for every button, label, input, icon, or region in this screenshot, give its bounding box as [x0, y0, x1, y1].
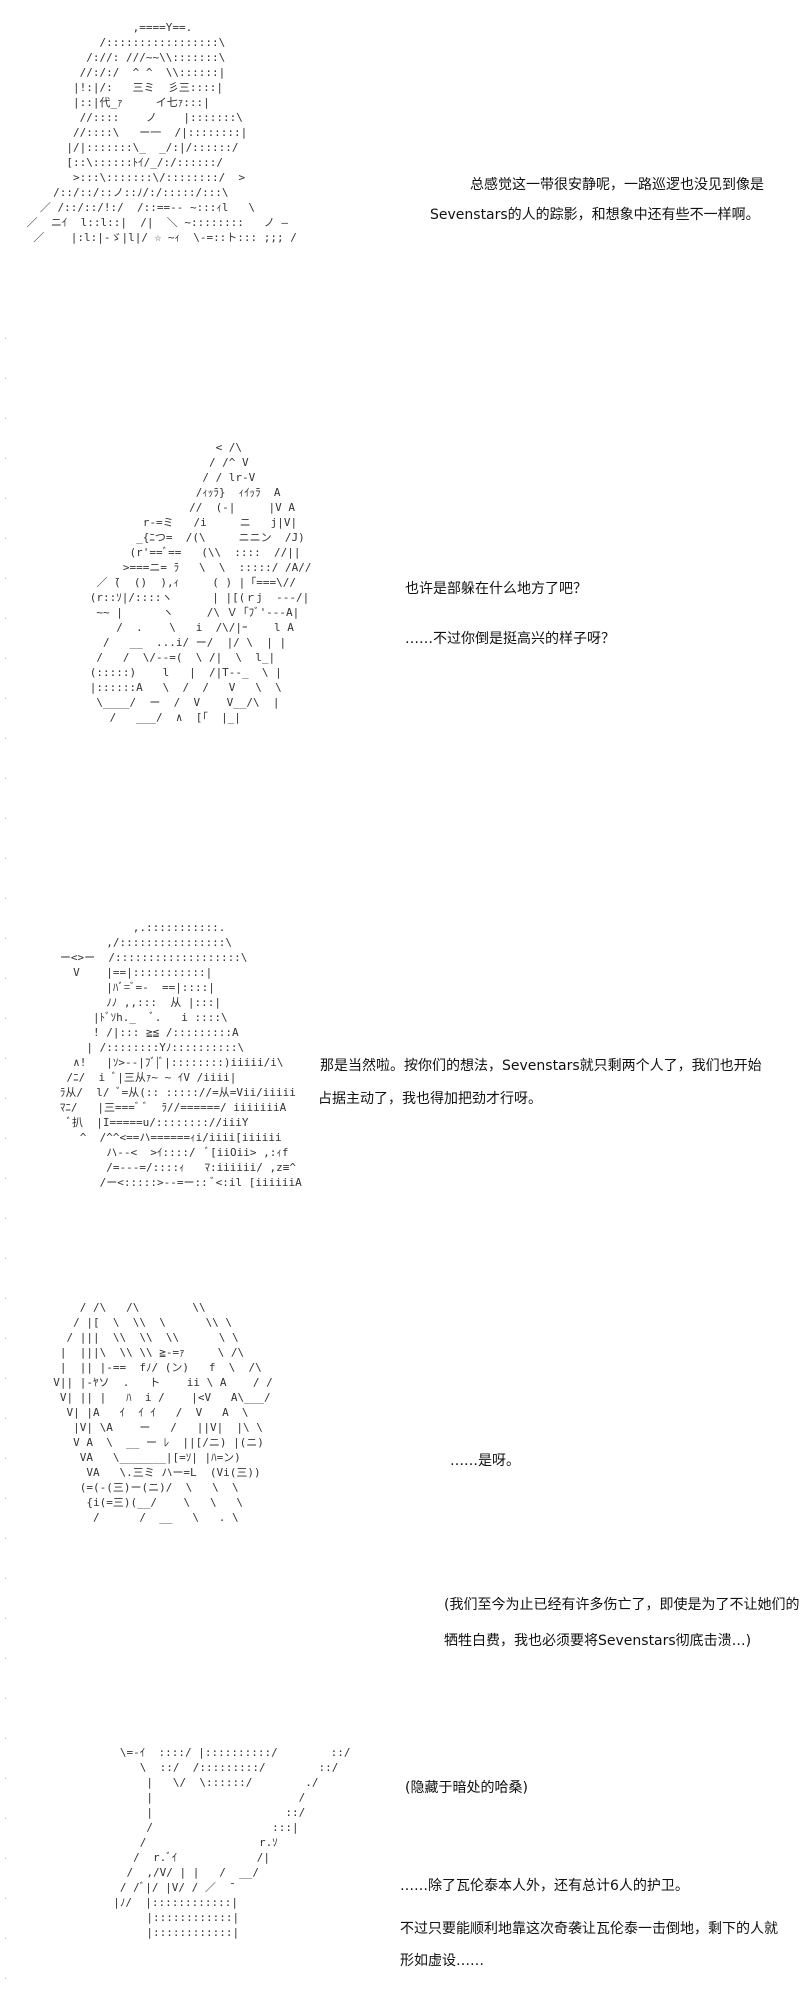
dialogue-2-line-2: ……不过你倒是挺高兴的样子呀？: [405, 631, 615, 647]
dialogue-1-line-1: 总感觉这一带很安静呢，一路巡逻也没见到像是: [470, 177, 764, 193]
dialogue-4-thought-line-1: (我们至今为止已经有许多伤亡了，即使是为了不让她们的: [444, 1597, 800, 1613]
ascii-art-panel-4: / /\ /\ \\ / |[ \ \\ \ \\ \ / ||| \\ \\ …: [53, 1301, 273, 1524]
ascii-art-panel-2: < /\ / /^ V / / lr-V /ｨｯﾗ} ｨｲｯﾗ A // (-|…: [89, 441, 312, 724]
margin-dots: · · · · · · · · · · · · · · · · · · · · …: [4, 334, 8, 1985]
dialogue-5-line-1: ……除了瓦伦泰本人外，还有总计6人的护卫。: [400, 1878, 689, 1894]
ascii-art-panel-3: ,.:::::::::::. ,/::::::::::::::::\ ー<>ー …: [59, 921, 302, 1189]
ascii-art-panel-1: ,====Y==. /:::::::::::::::::\ /://: ///~…: [26, 21, 297, 244]
dialogue-5-line-3: 形如虚设……: [400, 1953, 484, 1969]
dialogue-4-line-1: ……是呀。: [450, 1453, 520, 1469]
dialogue-1-line-2: Sevenstars的人的踪影，和想象中还有些不一样啊。: [430, 207, 760, 223]
dialogue-4-thought-line-2: 牺牲白费，我也必须要将Sevenstars彻底击溃…): [444, 1633, 752, 1649]
dialogue-5-caption: (隐藏于暗处的哈桑): [405, 1780, 528, 1796]
dialogue-3-line-1: 那是当然啦。按你们的想法，Sevenstars就只剩两个人了，我们也开始: [320, 1058, 762, 1074]
ascii-art-panel-5: \=-ｲ ::::/ |::::::::::/ ::/ \ ::/ /:::::…: [113, 1746, 351, 1939]
dialogue-3-line-2: 占据主动了，我也得加把劲才行呀。: [318, 1091, 542, 1107]
dialogue-2-line-1: 也许是部躲在什么地方了吧？: [405, 581, 587, 597]
dialogue-5-line-2: 不过只要能顺利地靠这次奇袭让瓦伦泰一击倒地，剩下的人就: [400, 1921, 778, 1937]
